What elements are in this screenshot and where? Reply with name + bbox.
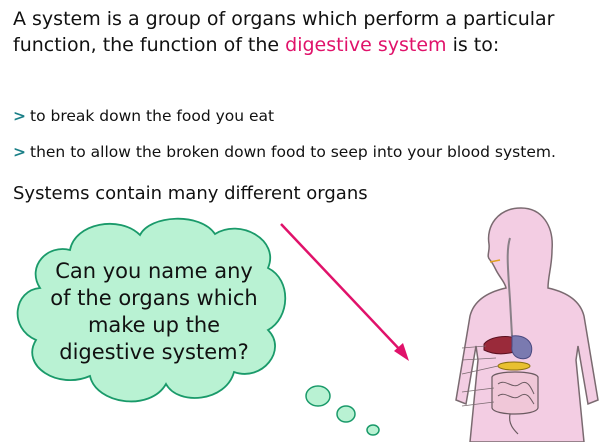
list-item: >then to allow the broken down food to s… [13, 142, 556, 162]
bullet-marker-icon: > [13, 143, 26, 161]
pointer-arrow-icon [280, 223, 409, 361]
intro-paragraph: A system is a group of organs which perf… [13, 6, 593, 58]
systems-statement: Systems contain many different organs [13, 183, 368, 204]
bullet-text: then to allow the broken down food to se… [30, 143, 556, 161]
list-item: >to break down the food you eat [13, 106, 556, 126]
intro-text: A system is a group of organs which perf… [13, 8, 555, 56]
function-list: >to break down the food you eat >then to… [13, 106, 556, 178]
intro-text-end: is to: [446, 34, 500, 56]
thought-cloud-icon [16, 217, 380, 436]
digestive-system-highlight: digestive system [285, 34, 447, 56]
bullet-marker-icon: > [13, 107, 26, 125]
digestive-system-body-icon [455, 207, 599, 442]
bullet-text: to break down the food you eat [30, 107, 275, 125]
thought-bubble-question: Can you name any of the organs which mak… [50, 259, 258, 364]
